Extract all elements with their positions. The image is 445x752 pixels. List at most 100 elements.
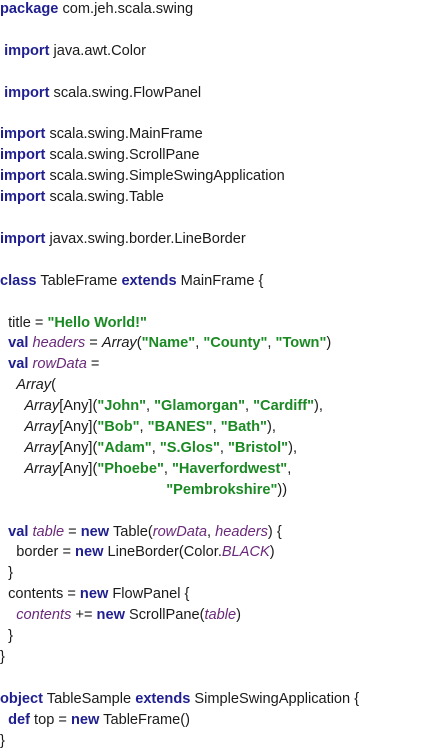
code-token: , [207,523,216,540]
code-token [0,461,24,477]
code-token: ) [269,544,275,561]
code-token: new [75,544,104,561]
code-token: += [71,607,97,624]
code-token: , [219,439,229,456]
code-token: "Bristol" [228,439,289,456]
code-token: scala.swing.MainFrame [45,126,203,143]
code-token: contents [16,607,72,624]
code-line: Array[Any]("Adam", "S.Glos", "Bristol"), [0,438,297,459]
code-token: top = [30,711,71,728]
code-token: } [0,732,5,749]
code-token: "Cardiff" [253,398,315,415]
code-token: contents = [0,586,80,603]
code-token: object [0,690,43,707]
code-token: import [0,147,46,164]
code-line: class TableFrame extends MainFrame { [0,271,263,292]
code-token: , [195,335,204,352]
code-token: import [4,84,50,101]
code-line: "Pembrokshire")) [0,480,287,501]
code-token [0,419,24,435]
code-token: , [212,419,221,435]
code-token: FlowPanel { [108,586,190,603]
code-token [0,712,8,728]
code-token: } [0,648,5,665]
code-token [0,335,8,351]
code-line: Array[Any]("John", "Glamorgan", "Cardiff… [0,396,323,417]
code-token: headers [215,523,268,540]
code-token: "Glamorgan" [154,398,246,415]
code-token: [Any]( [59,419,98,435]
code-line: Array[Any]("Bob", "BANES", "Bath"), [0,417,276,438]
code-token: import [0,189,46,206]
code-token: , [146,398,155,415]
code-line: title = "Hello World!" [0,313,147,334]
code-token: "Phoebe" [97,460,164,477]
code-token: ) { [267,523,282,540]
code-line: } [0,647,5,668]
code-line: val headers = Array("Name", "County", "T… [0,333,331,354]
code-token: com.jeh.scala.swing [58,1,194,17]
code-line: import scala.swing.SimpleSwingApplicatio… [0,166,285,187]
code-token: , [287,460,292,477]
code-token: )) [277,481,288,498]
code-line: contents = new FlowPanel { [0,584,189,605]
code-token: "Pembrokshire" [166,481,278,498]
code-token: "Hello World!" [47,314,147,331]
code-token: title = [0,314,48,331]
code-line: contents += new ScrollPane(table) [0,605,241,626]
code-token: "John" [97,398,147,415]
code-token: scala.swing.Table [45,189,164,206]
code-token: MainFrame { [176,272,264,289]
code-token: , [245,398,254,415]
code-token: ScrollPane( [124,607,205,624]
code-token: Table( [109,523,153,540]
code-token: val [8,335,29,352]
code-line: Array( [0,375,56,396]
code-line: import java.awt.Color [0,41,146,62]
code-line: border = new LineBorder(Color.BLACK) [0,542,275,563]
code-token: import [0,230,46,247]
code-token: , [267,335,276,352]
code-token: def [8,711,30,728]
code-token: Array [24,460,60,477]
code-token: [Any]( [59,460,98,477]
code-token: import [4,42,50,59]
code-token: ( [136,335,142,352]
code-token: "S.Glos" [159,439,220,456]
code-token: extends [121,272,177,289]
code-token: class [0,272,37,289]
code-token [0,482,166,498]
code-token: "Bob" [97,419,140,435]
code-token: "County" [203,335,268,352]
code-token: "Haverfordwest" [172,460,288,477]
code-line: Array[Any]("Phoebe", "Haverfordwest", [0,459,291,480]
code-token [0,356,8,372]
code-token: border = [0,544,76,561]
code-token: Array [16,377,52,394]
code-token: scala.swing.ScrollPane [45,147,200,164]
code-token: val [8,523,29,540]
code-token [0,398,24,414]
code-line: val table = new Table(rowData, headers) … [0,522,282,543]
code-line: } [0,626,13,647]
code-token: new [70,711,100,728]
code-token: SimpleSwingApplication { [190,690,360,707]
code-token: , [139,419,148,435]
code-token: ), [314,398,323,415]
code-token: LineBorder(Color. [103,544,222,561]
code-token: , [163,460,172,477]
code-token: package [0,1,59,17]
code-token: Array [24,419,60,435]
code-token: new [80,523,110,540]
code-token: TableFrame [36,272,122,289]
code-token: ( [51,377,56,394]
code-token: [Any]( [59,439,98,456]
code-line: } [0,563,13,584]
code-token: Array [24,439,60,456]
code-token: Array [101,335,137,352]
code-token: , [151,439,160,456]
code-token: rowData [32,356,87,373]
code-token: new [79,586,109,603]
code-line: } [0,731,5,752]
code-token [0,607,16,623]
